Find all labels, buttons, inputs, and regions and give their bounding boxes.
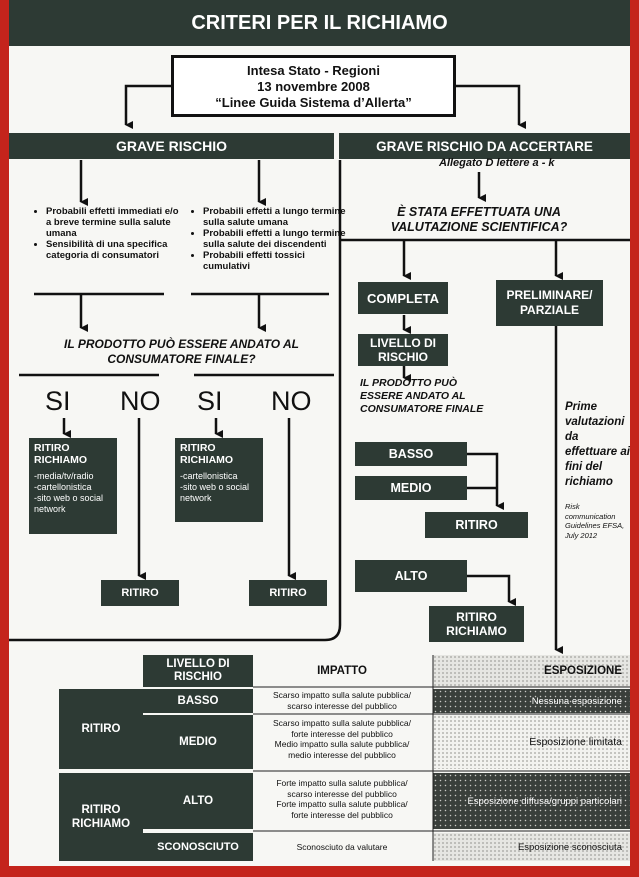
table-row-basso-impact: Scarso impatto sulla salute pubblica/ sc… bbox=[253, 689, 431, 711]
table-row-alto-exposure: Esposizione diffusa/gruppi particolari bbox=[433, 773, 630, 829]
table-row-medio-exposure: Esposizione limitata bbox=[433, 715, 630, 769]
table-row-medio-impact-3: Medio impatto sulla salute pubblica/ bbox=[274, 739, 410, 749]
table-row-sconosciuto-exposure: Esposizione sconosciuta bbox=[433, 833, 630, 861]
channel-left-3: -sito web o social network bbox=[34, 493, 104, 514]
table-row-sconosciuto-impact: Sconosciuto da valutare bbox=[253, 833, 431, 861]
header-line-1: Intesa Stato - Regioni bbox=[247, 63, 380, 78]
ritiro-box-left: RITIRO bbox=[101, 580, 179, 606]
table-row-basso-level: BASSO bbox=[143, 689, 253, 713]
table-header-impatto: IMPATTO bbox=[317, 665, 367, 677]
ritiro-richiamo-box-risk: RITIRO RICHIAMO bbox=[429, 606, 524, 642]
ritiro-label-risk: RITIRO bbox=[455, 518, 498, 532]
right-bullet-list: Probabili effetti a lungo termine sulla … bbox=[191, 206, 348, 272]
table-row-medio-impact-4: medio interesse del pubblico bbox=[288, 749, 396, 760]
ritiro-box-risk: RITIRO bbox=[425, 512, 528, 538]
table-row-alto-exposure-text: Esposizione diffusa/gruppi particolari bbox=[467, 795, 622, 807]
table-group-ritiro-richiamo: RITIRO RICHIAMO bbox=[59, 773, 143, 861]
left-bullet-2: Sensibilità di una specifica categoria d… bbox=[46, 239, 181, 261]
table-row-alto-impact: Forte impatto sulla salute pubblica/ sca… bbox=[253, 778, 431, 820]
table-row-alto-level: ALTO bbox=[143, 773, 253, 829]
medio-box: MEDIO bbox=[355, 476, 467, 500]
ritiro-richiamo-box-right: RITIRO RICHIAMO -cartellonistica -sito w… bbox=[175, 438, 263, 522]
no-label-left: NO bbox=[120, 386, 161, 416]
header-line-2: 13 novembre 2008 bbox=[257, 79, 370, 94]
header-line-3: “Linee Guida Sistema d’Allerta” bbox=[215, 95, 412, 110]
table-row-medio-impact-2: forte interesse del pubblico bbox=[291, 728, 393, 739]
preliminare-box: PRELIMINARE/ PARZIALE bbox=[496, 280, 603, 326]
medio-label: MEDIO bbox=[390, 481, 432, 495]
ritiro-label-left: RITIRO bbox=[121, 587, 159, 599]
table-row-sconosciuto-level-text: SCONOSCIUTO bbox=[157, 841, 239, 853]
table-group-ritiro-richiamo-text: RITIRO RICHIAMO bbox=[71, 804, 131, 830]
completa-label: COMPLETA bbox=[367, 290, 439, 306]
left-bullet-1: Probabili effetti immediati e/o a breve … bbox=[46, 206, 181, 239]
table-row-alto-impact-4: forte interesse del pubblico bbox=[291, 809, 393, 820]
table-row-basso-exposure-text: Nessuna esposizione bbox=[531, 695, 622, 707]
header-box: Intesa Stato - Regioni 13 novembre 2008 … bbox=[171, 55, 456, 117]
table-row-medio-level-text: MEDIO bbox=[179, 736, 217, 748]
page-title: CRITERI PER IL RICHIAMO bbox=[191, 11, 448, 34]
grave-rischio-label: GRAVE RISCHIO bbox=[116, 138, 227, 154]
preliminare-label: PRELIMINARE/ PARZIALE bbox=[506, 288, 593, 317]
table-row-basso-impact-1: Scarso impatto sulla salute pubblica/ bbox=[273, 690, 411, 700]
channel-left-2: -cartellonistica bbox=[34, 482, 92, 492]
title-bar: CRITERI PER IL RICHIAMO bbox=[9, 0, 630, 46]
table-group-ritiro: RITIRO bbox=[59, 689, 143, 769]
document-page: CRITERI PER IL RICHIAMO Intesa Stato - R… bbox=[9, 0, 630, 866]
ritiro-richiamo-box-left: RITIRO RICHIAMO -media/tv/radio -cartell… bbox=[29, 438, 117, 534]
si-label-right: SI bbox=[197, 386, 223, 416]
table-row-alto-impact-1: Forte impatto sulla salute pubblica/ bbox=[276, 778, 408, 788]
question-consumer-final-2: IL PRODOTTO PUÒ ESSERE ANDATO AL CONSUMA… bbox=[360, 377, 484, 415]
table-row-medio-impact-1: Scarso impatto sulla salute pubblica/ bbox=[273, 718, 411, 728]
table-row-sconosciuto-exposure-text: Esposizione sconosciuta bbox=[517, 841, 622, 853]
no-label-right: NO bbox=[271, 386, 312, 416]
channel-left-1: -media/tv/radio bbox=[34, 471, 94, 481]
ritiro-richiamo-title-left: RITIRO RICHIAMO bbox=[34, 442, 88, 466]
table-header-livello: LIVELLO DI RISCHIO bbox=[143, 655, 253, 687]
question-consumer-final: IL PRODOTTO PUÒ ESSERE ANDATO AL CONSUMA… bbox=[64, 337, 299, 366]
ritiro-label-right: RITIRO bbox=[269, 587, 307, 599]
table-row-alto-level-text: ALTO bbox=[182, 795, 214, 807]
table-row-alto-impact-2: scarso interesse del pubblico bbox=[287, 788, 397, 799]
livello-rischio-label: LIVELLO DI RISCHIO bbox=[370, 336, 436, 364]
table-row-medio-exposure-text: Esposizione limitata bbox=[529, 736, 622, 748]
table-row-medio-impact: Scarso impatto sulla salute pubblica/ fo… bbox=[253, 718, 431, 760]
left-bullet-list: Probabili effetti immediati e/o a breve … bbox=[34, 206, 181, 261]
prime-valutazioni-note: Prime valutazioni da effettuare ai fini … bbox=[565, 401, 630, 488]
ritiro-richiamo-title-right: RITIRO RICHIAMO bbox=[180, 442, 234, 466]
table-header-livello-text: LIVELLO DI RISCHIO bbox=[143, 655, 253, 687]
livello-rischio-box: LIVELLO DI RISCHIO bbox=[358, 334, 448, 366]
basso-box: BASSO bbox=[355, 442, 467, 466]
table-row-basso-level-text: BASSO bbox=[177, 695, 219, 707]
channels-list-left: -media/tv/radio -cartellonistica -sito w… bbox=[34, 471, 112, 515]
table-header-esposizione: ESPOSIZIONE bbox=[433, 655, 630, 687]
basso-label: BASSO bbox=[388, 447, 434, 461]
alto-label: ALTO bbox=[394, 569, 428, 583]
table-row-sconosciuto-impact-1: Sconosciuto da valutare bbox=[296, 842, 388, 852]
table-row-medio-level: MEDIO bbox=[143, 715, 253, 769]
channel-right-1: -cartellonistica bbox=[180, 471, 238, 481]
right-bullet-3: Probabili effetti tossici cumulativi bbox=[203, 250, 348, 272]
table-row-basso-exposure: Nessuna esposizione bbox=[433, 689, 630, 713]
grave-rischio-accertare-label: GRAVE RISCHIO DA ACCERTARE bbox=[376, 138, 593, 154]
question-scientific: È STATA EFFETTUATA UNA VALUTAZIONE SCIEN… bbox=[390, 205, 568, 234]
ritiro-richiamo-label-risk: RITIRO RICHIAMO bbox=[446, 610, 507, 638]
table-row-basso-impact-2: scarso interesse del pubblico bbox=[287, 700, 397, 711]
alto-box: ALTO bbox=[355, 560, 467, 592]
right-bullet-1: Probabili effetti a lungo termine sulla … bbox=[203, 206, 348, 228]
right-bullet-2: Probabili effetti a lungo termine sulla … bbox=[203, 228, 348, 250]
grave-rischio-accertare-bar: GRAVE RISCHIO DA ACCERTARE bbox=[339, 133, 630, 159]
allegato-label: Allegato D lettere a - k bbox=[439, 157, 555, 169]
table-row-alto-impact-3: Forte impatto sulla salute pubblica/ bbox=[276, 799, 408, 809]
risk-communication-note: Risk communication Guidelines EFSA, July… bbox=[565, 502, 625, 540]
channels-list-right: -cartellonistica -sito web o social netw… bbox=[180, 471, 258, 504]
table-group-ritiro-text: RITIRO bbox=[81, 723, 121, 735]
channel-right-2: -sito web o social network bbox=[180, 482, 250, 503]
table-row-sconosciuto-level: SCONOSCIUTO bbox=[143, 833, 253, 861]
grave-rischio-bar: GRAVE RISCHIO bbox=[9, 133, 334, 159]
table-header-esposizione-text: ESPOSIZIONE bbox=[544, 665, 622, 677]
completa-box: COMPLETA bbox=[358, 282, 448, 314]
si-label-left: SI bbox=[45, 386, 71, 416]
ritiro-box-right: RITIRO bbox=[249, 580, 327, 606]
